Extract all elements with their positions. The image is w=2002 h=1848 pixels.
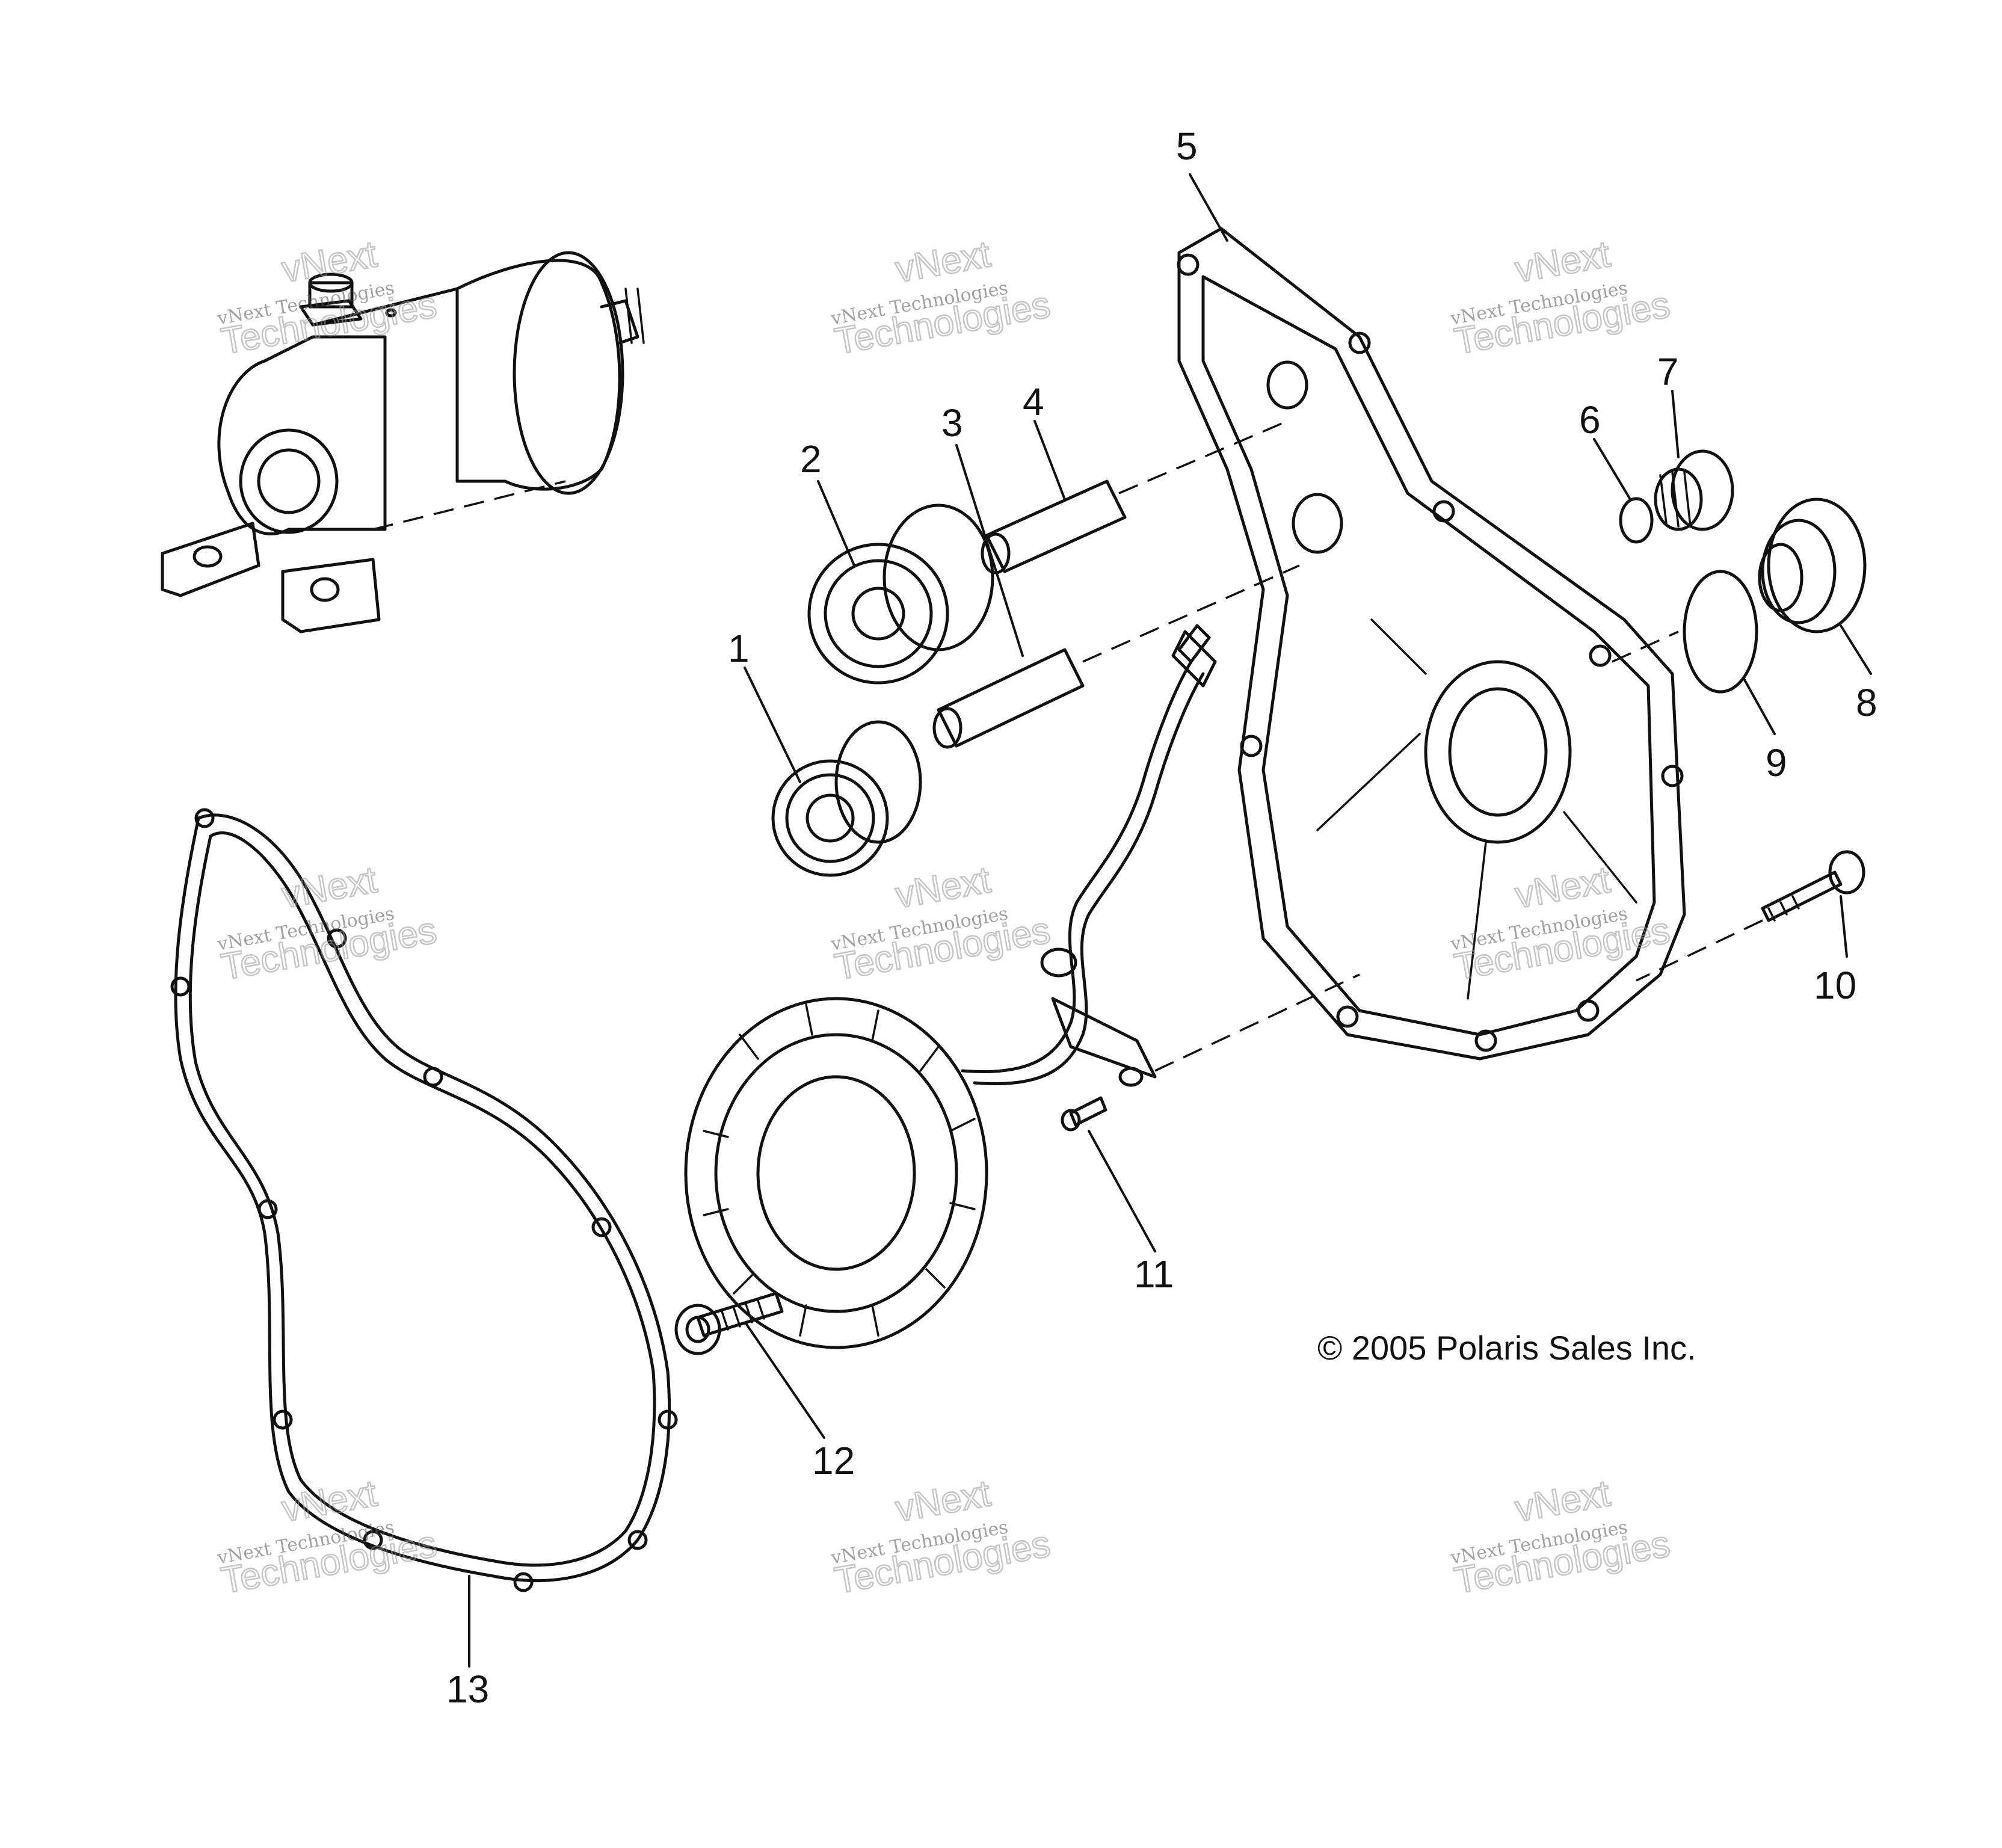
cap-8 bbox=[1612, 497, 1867, 663]
callout-3: 3 bbox=[941, 401, 963, 445]
o-ring-6 bbox=[1619, 497, 1654, 544]
starter-motor bbox=[161, 251, 645, 633]
callout-7: 7 bbox=[1657, 350, 1679, 393]
watermark-top-left: Technologies vNext vNext Technologies bbox=[215, 233, 440, 363]
o-ring-9 bbox=[1683, 570, 1758, 694]
copyright-text: © 2005 Polaris Sales Inc. bbox=[1317, 1329, 1696, 1367]
gear-2 bbox=[807, 504, 994, 685]
watermark-mid-middle: Technologies vNext vNext Technologies bbox=[829, 858, 1054, 989]
callout-6: 6 bbox=[1579, 398, 1601, 442]
callout-5: 5 bbox=[1176, 125, 1198, 168]
gasket-13 bbox=[170, 808, 678, 1592]
watermark-top-right: Technologies vNext vNext Technologies bbox=[1449, 233, 1674, 363]
wire-harness bbox=[961, 624, 1360, 1087]
callout-labels: 1 2 3 4 5 6 7 8 9 10 11 12 13 bbox=[446, 125, 1877, 1711]
callout-13: 13 bbox=[446, 1668, 489, 1711]
callout-11: 11 bbox=[1134, 1252, 1174, 1296]
gear-1 bbox=[771, 720, 922, 877]
plug-7 bbox=[1654, 449, 1734, 531]
callout-12: 12 bbox=[812, 1439, 855, 1482]
bolt-12 bbox=[674, 1292, 784, 1355]
watermark-top-middle: Technologies vNext vNext Technologies bbox=[829, 233, 1054, 363]
leader-lines bbox=[468, 173, 1872, 1668]
callout-9: 9 bbox=[1766, 741, 1787, 784]
bolt-10 bbox=[1636, 850, 1865, 982]
callout-1: 1 bbox=[728, 627, 750, 670]
callout-4: 4 bbox=[1023, 380, 1044, 424]
cover-5 bbox=[1177, 227, 1686, 1061]
watermark-mid-right: Technologies vNext vNext Technologies bbox=[1449, 858, 1674, 989]
callout-10: 10 bbox=[1814, 964, 1856, 1007]
callout-2: 2 bbox=[800, 437, 822, 481]
copyright-block: © 2005 Polaris Sales Inc. bbox=[1317, 1329, 1696, 1367]
screw-11 bbox=[1061, 1096, 1107, 1132]
stator bbox=[684, 997, 988, 1349]
watermark-mid-left: Technologies vNext vNext Technologies bbox=[215, 858, 440, 989]
watermark-bottom-right: Technologies vNext vNext Technologies bbox=[1449, 1472, 1674, 1603]
watermark-bottom-middle: Technologies vNext vNext Technologies bbox=[829, 1472, 1054, 1603]
shaft-3 bbox=[932, 564, 1300, 749]
watermark-bottom-left: Technologies vNext vNext Technologies bbox=[215, 1472, 440, 1603]
callout-8: 8 bbox=[1856, 681, 1877, 724]
